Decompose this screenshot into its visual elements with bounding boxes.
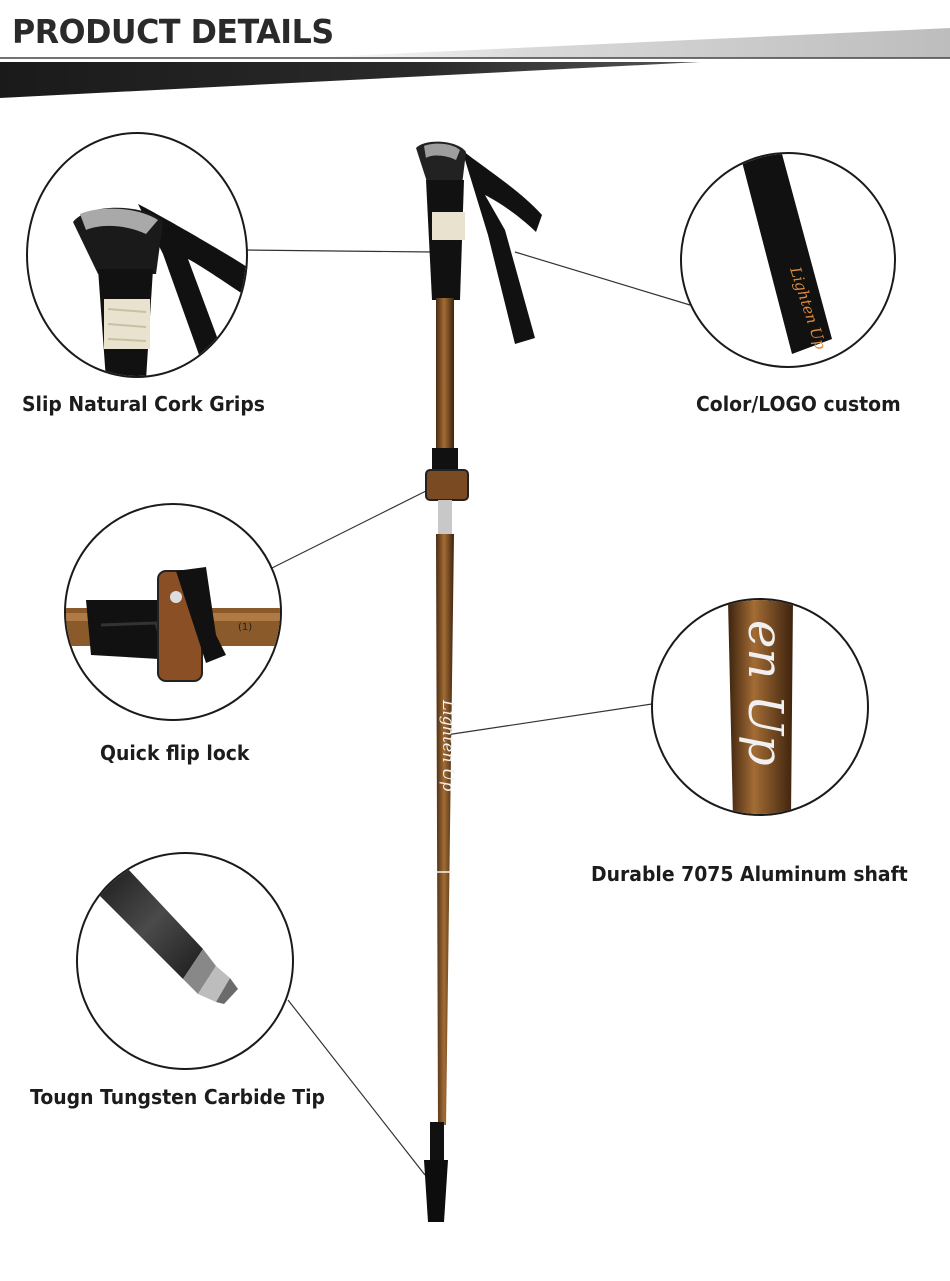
feature-label-logo: Color/LOGO custom [696, 392, 901, 416]
trekking-pole-image: Lighten Up [416, 141, 542, 1222]
svg-text:en Up: en Up [737, 620, 793, 766]
feature-label-lock: Quick flip lock [100, 741, 250, 765]
tip-detail-circle [76, 852, 294, 1070]
logo-detail-circle: Lighten Up [680, 152, 896, 368]
feature-label-grips: Slip Natural Cork Grips [22, 392, 266, 416]
shaft-detail-circle: en Up [651, 598, 869, 816]
page-title: PRODUCT DETAILS [12, 12, 334, 51]
grip-detail-circle [26, 132, 248, 378]
header-banner [0, 28, 950, 98]
feature-label-tip: Tougn Tungsten Carbide Tip [30, 1085, 325, 1109]
svg-text:(1): (1) [238, 622, 252, 633]
feature-label-shaft: Durable 7075 Aluminum shaft [591, 862, 908, 886]
pole-logo-text: Lighten Up [439, 699, 458, 791]
lock-detail-circle: (1) [64, 503, 282, 721]
